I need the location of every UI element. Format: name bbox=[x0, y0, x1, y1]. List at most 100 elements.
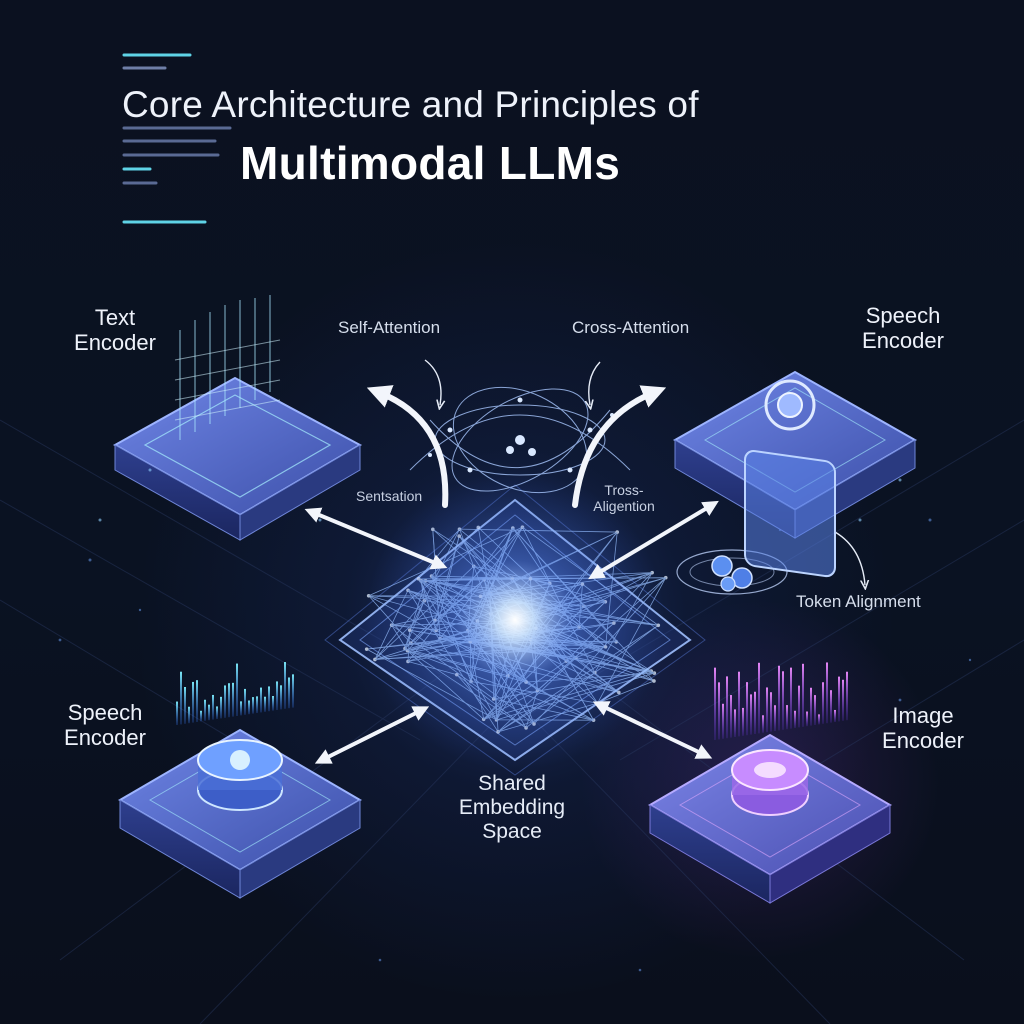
arrow-text-encoder bbox=[304, 507, 448, 570]
shared-embedding-space-label: Shared Embedding Space bbox=[437, 772, 587, 844]
signal-bar bbox=[734, 709, 736, 737]
text-encoder-label-line1: Text bbox=[94, 305, 136, 330]
page-title-line2: Multimodal LLMs bbox=[240, 137, 621, 189]
speech-encoder-top-label-line1: Speech bbox=[865, 303, 941, 328]
signal-bar bbox=[276, 681, 278, 710]
arrow-image-encoder bbox=[592, 701, 713, 759]
signal-bar bbox=[786, 705, 788, 730]
signal-bar bbox=[818, 714, 820, 725]
signal-bar bbox=[718, 682, 720, 740]
signal-bar bbox=[240, 701, 242, 716]
signal-bar bbox=[232, 682, 234, 717]
signal-bar bbox=[244, 688, 246, 715]
signal-bar bbox=[750, 694, 752, 735]
signal-bar bbox=[758, 662, 760, 734]
signal-bar bbox=[726, 676, 728, 739]
token-alignment-label: Token Alignment bbox=[796, 592, 921, 611]
signal-bar bbox=[280, 685, 282, 710]
text-encoder-label-line2: Encoder bbox=[74, 330, 156, 356]
signal-bar bbox=[814, 695, 816, 725]
signal-bar bbox=[834, 709, 836, 722]
image-signal-bars bbox=[714, 662, 848, 740]
signal-bar bbox=[738, 671, 740, 737]
signal-bar bbox=[180, 671, 182, 725]
self-attention-arrow bbox=[366, 385, 449, 508]
center-label-line1: Shared bbox=[478, 772, 546, 795]
sentsation-label: Sentsation bbox=[356, 488, 423, 504]
text-encoder-label: Text Encoder bbox=[50, 305, 180, 356]
speech-encoder-bottom-label-line1: Speech bbox=[67, 700, 143, 725]
signal-bar bbox=[802, 663, 804, 727]
speech-encoder-bottom-label-line2: Encoder bbox=[64, 725, 146, 751]
audio-waveform-left bbox=[176, 662, 294, 725]
center-label-line2: Embedding bbox=[458, 796, 566, 820]
arrow-speech-encoder-bottom bbox=[314, 706, 430, 764]
image-encoder-label-line1: Image bbox=[892, 703, 954, 728]
signal-bar bbox=[260, 687, 262, 713]
signal-bar bbox=[830, 690, 832, 723]
image-encoder-tile bbox=[648, 662, 892, 904]
speech-encoder-bottom-tile bbox=[118, 662, 362, 899]
signal-bar bbox=[268, 686, 270, 712]
text-encoder-tile bbox=[112, 295, 363, 541]
signal-bar bbox=[838, 676, 840, 722]
signal-bar bbox=[714, 667, 716, 740]
signal-bar bbox=[730, 695, 732, 738]
token-alignment-pointer bbox=[834, 531, 865, 585]
attention-nodes bbox=[428, 397, 614, 473]
signal-bar bbox=[288, 677, 290, 709]
self-attention-label: Self-Attention bbox=[338, 318, 441, 337]
signal-bar bbox=[766, 687, 768, 733]
connector-arrows bbox=[304, 500, 719, 764]
speech-card bbox=[744, 450, 836, 578]
tross-label-line1: Tross- bbox=[604, 482, 644, 498]
center-label-line3: Space bbox=[482, 820, 542, 844]
arrow-speech-encoder-top bbox=[588, 500, 719, 580]
image-encoder-label-line2: Encoder bbox=[882, 728, 964, 754]
signal-bar bbox=[762, 715, 764, 733]
token-alignment-orbit bbox=[676, 549, 788, 595]
image-encoder-label: Image Encoder bbox=[858, 703, 988, 754]
signal-bar bbox=[184, 686, 186, 724]
speech-encoder-top-label-line2: Encoder bbox=[862, 328, 944, 354]
tross-label-line2: Aligention bbox=[593, 498, 655, 515]
signal-bar bbox=[810, 687, 812, 726]
signal-bar bbox=[284, 662, 286, 709]
signal-bar bbox=[774, 705, 776, 731]
speech-card-icon bbox=[764, 379, 816, 431]
cross-attention-pointer bbox=[589, 361, 601, 405]
signal-bar bbox=[236, 663, 238, 716]
cross-attention-label: Cross-Attention bbox=[572, 318, 690, 337]
signal-bar bbox=[188, 706, 190, 724]
signal-bar bbox=[806, 711, 808, 727]
signal-bar bbox=[272, 696, 274, 711]
signal-bar bbox=[826, 662, 828, 724]
signal-bar bbox=[252, 697, 254, 714]
signal-bar bbox=[846, 671, 848, 721]
signal-bar bbox=[248, 700, 250, 715]
signal-bar bbox=[220, 696, 222, 719]
cross-attention-arrow bbox=[572, 385, 667, 508]
signal-bar bbox=[264, 696, 266, 712]
self-attention-pointer bbox=[424, 359, 441, 405]
tross-alignment-label: Tross- Aligention bbox=[584, 482, 664, 514]
signal-bar bbox=[722, 703, 724, 739]
signal-bar bbox=[176, 701, 178, 725]
signal-bar bbox=[200, 710, 202, 722]
signal-bar bbox=[196, 680, 198, 722]
signal-bar bbox=[224, 685, 226, 718]
speech-encoder-top-tile bbox=[672, 370, 918, 578]
speech-encoder-bottom-label: Speech Encoder bbox=[40, 700, 170, 751]
signal-bar bbox=[256, 696, 258, 713]
signal-bar bbox=[790, 667, 792, 729]
mesh-node bbox=[652, 679, 656, 683]
signal-bar bbox=[746, 682, 748, 736]
core-glow bbox=[365, 470, 665, 770]
speech-encoder-top-label: Speech Encoder bbox=[838, 303, 968, 354]
signal-bar bbox=[770, 692, 772, 732]
signal-bar bbox=[754, 691, 756, 734]
signal-bar bbox=[822, 682, 824, 724]
signal-bar bbox=[842, 679, 844, 721]
